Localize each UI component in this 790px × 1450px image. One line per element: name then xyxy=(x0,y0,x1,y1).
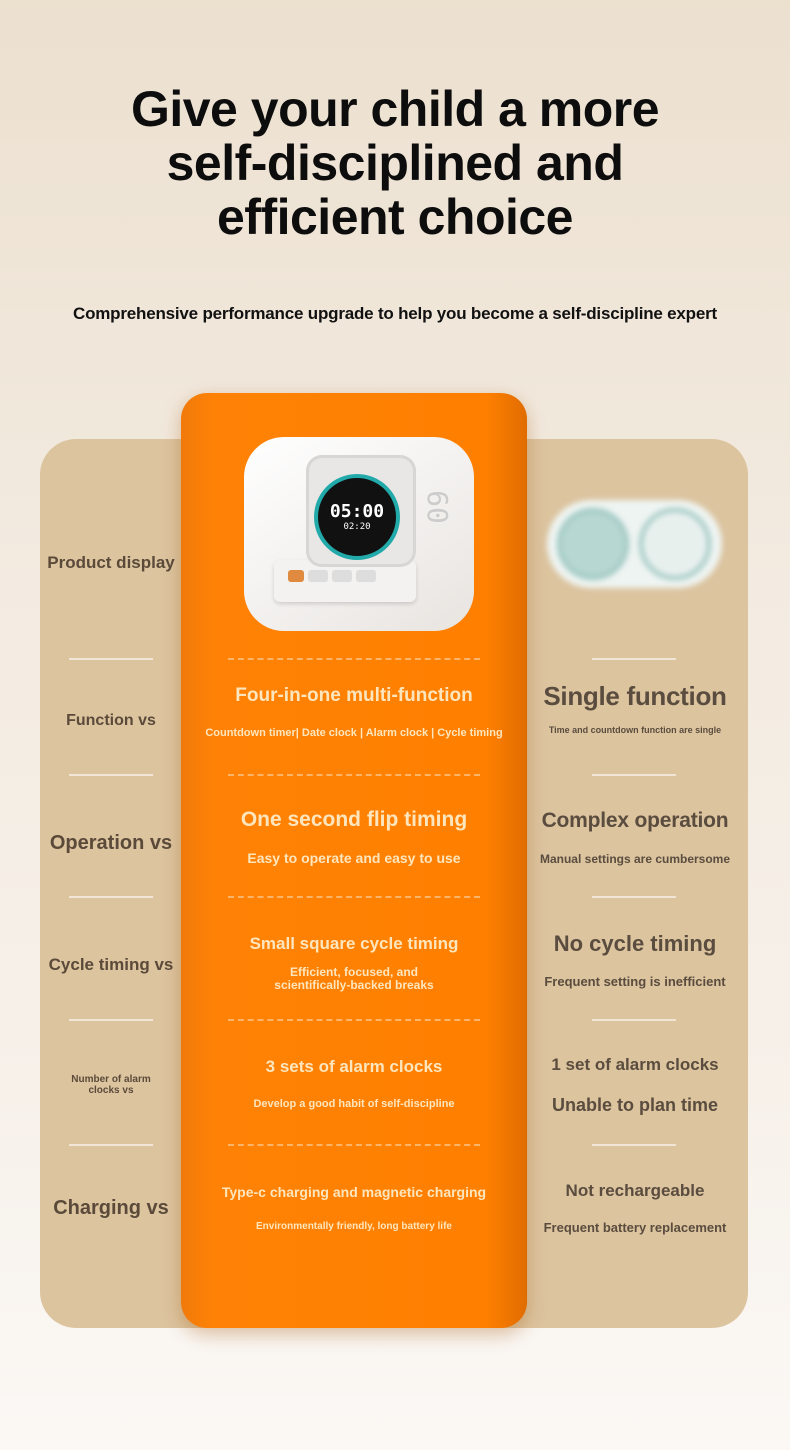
row-divider xyxy=(592,896,676,898)
row-divider xyxy=(228,896,480,898)
other-cycle-desc: Frequent setting is inefficient xyxy=(544,974,726,989)
product-button xyxy=(356,570,376,582)
row-divider xyxy=(69,896,153,898)
other-charging-desc: Frequent battery replacement xyxy=(543,1220,727,1235)
row-divider xyxy=(228,774,480,776)
row-label-charging: Charging vs xyxy=(53,1197,169,1219)
other-alarms-desc: Unable to plan time xyxy=(551,1095,719,1115)
other-function-desc: Time and countdown function are single xyxy=(548,725,722,735)
row-label-alarms: Number of alarm clocks vs xyxy=(71,1074,151,1096)
row-label-operation: Operation vs xyxy=(49,832,173,854)
row-divider xyxy=(592,774,676,776)
row-divider xyxy=(592,1144,676,1146)
competitor-dial xyxy=(557,508,629,580)
headline-line-2: self-disciplined and xyxy=(166,135,624,191)
clock-sub: 02:20 xyxy=(343,521,371,532)
product-button xyxy=(308,570,328,582)
row-divider xyxy=(592,658,676,660)
row-divider xyxy=(69,1019,153,1021)
ours-alarms-title: 3 sets of alarm clocks xyxy=(265,1057,443,1076)
row-label-function: Function vs xyxy=(66,712,156,729)
competitor-product-image xyxy=(547,500,722,588)
ours-alarms-desc: Develop a good habit of self-discipline xyxy=(253,1098,455,1110)
row-label-product: Product display xyxy=(47,553,175,572)
product-button xyxy=(332,570,352,582)
competitor-dial xyxy=(639,508,711,580)
other-alarms-title: 1 set of alarm clocks xyxy=(551,1055,719,1074)
product-button xyxy=(288,570,304,582)
product-base xyxy=(274,560,416,602)
row-divider xyxy=(228,658,480,660)
row-label-cycle: Cycle timing vs xyxy=(48,955,174,974)
row-divider xyxy=(69,1144,153,1146)
other-function-title: Single function xyxy=(543,681,727,711)
ours-function-title: Four-in-one multi-function xyxy=(235,685,473,706)
ours-charging-title: Type-c charging and magnetic charging xyxy=(221,1184,487,1200)
side-digits: 60 xyxy=(420,490,454,524)
headline-line-1: Give your child a more xyxy=(130,81,660,137)
ours-cycle-title: Small square cycle timing xyxy=(249,934,459,953)
headline: Give your child a more self-disciplined … xyxy=(0,82,790,244)
clock-time: 05:00 xyxy=(329,500,385,522)
row-divider xyxy=(592,1019,676,1021)
clock-screen: 05:00 02:20 xyxy=(314,474,400,560)
other-cycle-title: No cycle timing xyxy=(553,931,717,956)
ours-charging-desc: Environmentally friendly, long battery l… xyxy=(256,1221,452,1232)
ours-function-desc: Countdown timer| Date clock | Alarm cloc… xyxy=(205,727,503,739)
ours-operation-desc: Easy to operate and easy to use xyxy=(247,850,461,866)
row-divider xyxy=(69,658,153,660)
other-charging-title: Not rechargeable xyxy=(565,1181,705,1200)
row-divider xyxy=(69,774,153,776)
ours-cycle-desc: Efficient, focused, and scientifically-b… xyxy=(274,965,434,992)
row-divider xyxy=(228,1019,480,1021)
headline-line-3: efficient choice xyxy=(217,189,574,245)
other-operation-desc: Manual settings are cumbersome xyxy=(539,852,731,866)
other-operation-title: Complex operation xyxy=(541,809,729,832)
ours-operation-title: One second flip timing xyxy=(240,808,468,831)
row-divider xyxy=(228,1144,480,1146)
subtitle: Comprehensive performance upgrade to hel… xyxy=(73,304,717,323)
